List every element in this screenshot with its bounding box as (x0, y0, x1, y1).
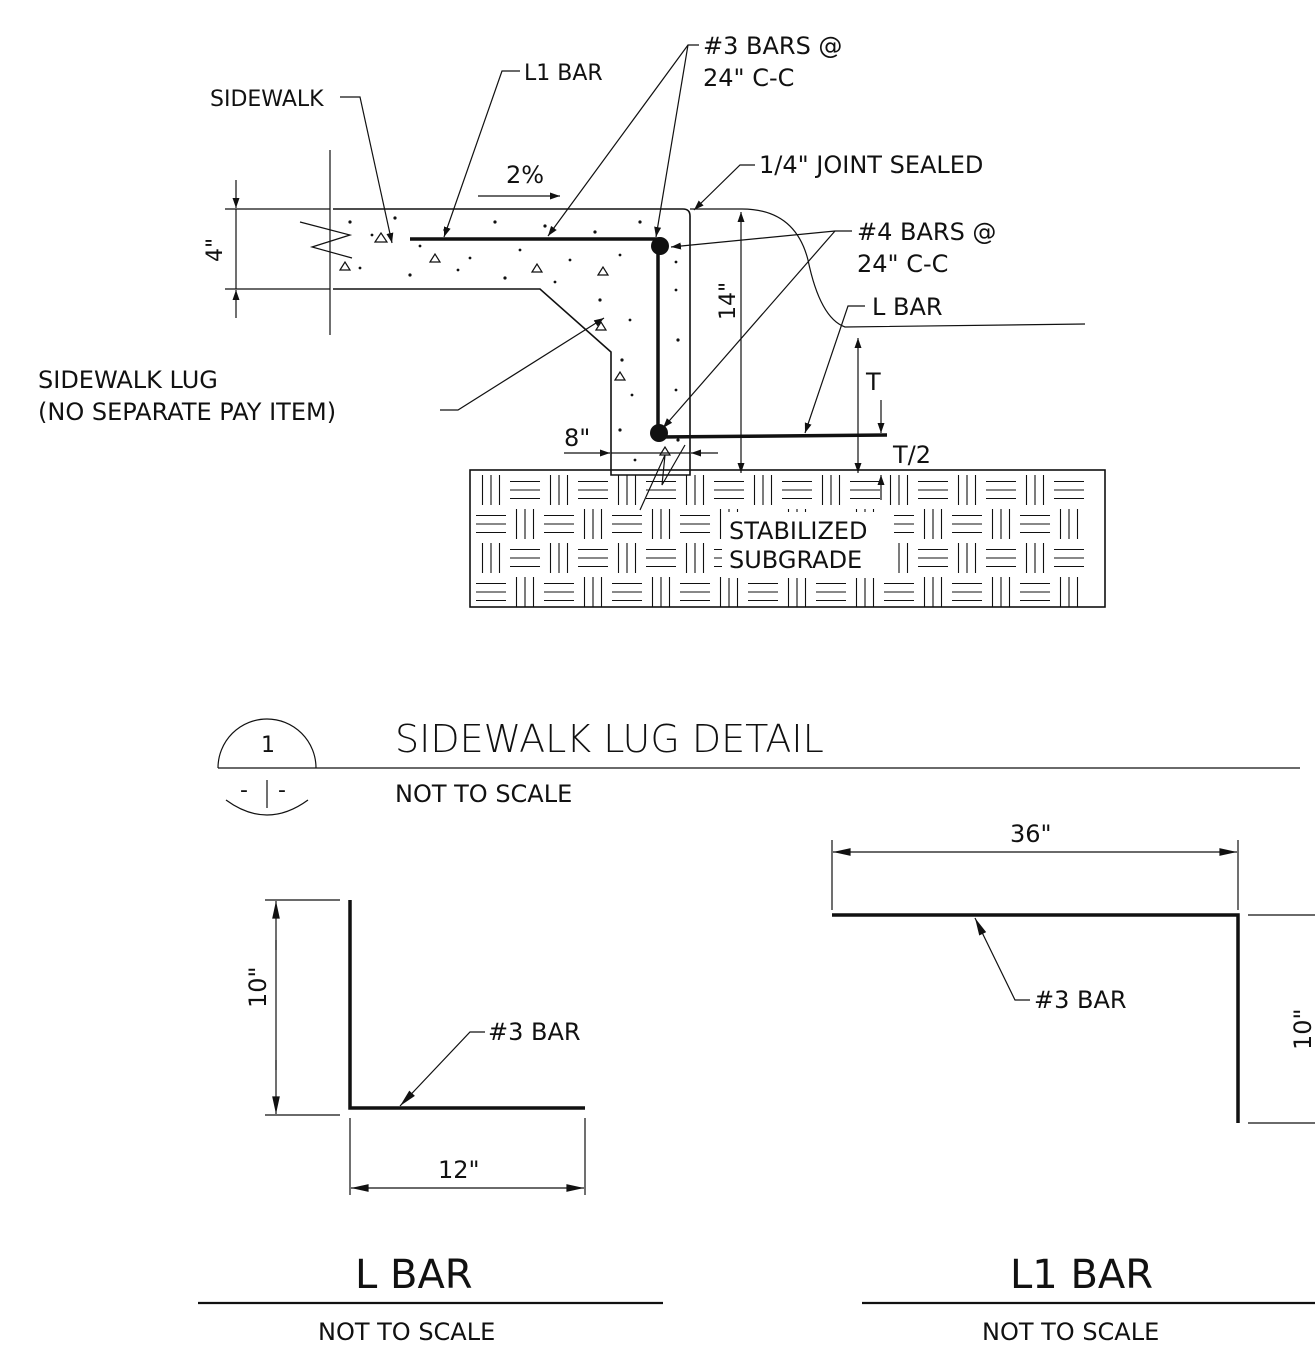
detail-callout-top (217, 718, 317, 769)
l-bar-dim-12: 12" (438, 1156, 480, 1184)
bars-4-label-2: 24" C-C (857, 250, 948, 278)
bars-4-label-1: #4 BARS @ (857, 218, 996, 246)
l-bar-rebar (657, 433, 888, 439)
detail-callout-bottom (225, 799, 309, 816)
slope-label: 2% (506, 161, 544, 189)
bars-3-label-2: 24" C-C (703, 64, 794, 92)
detail-title: SIDEWALK LUG DETAIL (395, 717, 824, 761)
subgrade-block: STABILIZED SUBGRADE (469, 469, 1106, 608)
detail-sheet-right: - (278, 778, 286, 803)
l1-bar-shape (832, 913, 1240, 1123)
l1-bar-title: L1 BAR (1010, 1252, 1153, 1298)
detail-number: 1 (261, 733, 275, 758)
l-bar-detail: 10" 12" #3 BAR L BAR NOT TO SCALE (198, 899, 663, 1346)
subgrade-label-1: STABILIZED (729, 517, 868, 545)
dim-4in: 4" (203, 238, 228, 262)
toe-break-symbol (639, 444, 686, 511)
sidewalk-label: SIDEWALK (210, 87, 324, 112)
concrete-aggregate (338, 216, 680, 462)
bars-3-label-1: #3 BARS @ (703, 32, 842, 60)
l-bar-label: L BAR (872, 293, 943, 321)
bar-4-top (651, 237, 669, 255)
lug-section: STABILIZED SUBGRADE 4" 2% 14" 8" T T/2 (38, 32, 1106, 608)
subgrade-label-bg (722, 512, 894, 578)
lug-label-1: SIDEWALK LUG (38, 366, 218, 394)
bar-4-bottom (650, 424, 668, 442)
l-bar-shape (348, 900, 585, 1110)
l1-bar-label: L1 BAR (524, 61, 603, 86)
subgrade-label-2: SUBGRADE (729, 546, 862, 574)
l1-bar-dim-36: 36" (1010, 820, 1052, 848)
l-bar-title: L BAR (355, 1252, 473, 1298)
l1-bar-scale: NOT TO SCALE (982, 1318, 1159, 1346)
l1-bar-dim-10: 10" (1289, 1008, 1315, 1050)
joint-label: 1/4" JOINT SEALED (759, 151, 983, 179)
dim-8in: 8" (564, 424, 590, 452)
dim-14in: 14" (716, 282, 741, 320)
l1-bar-bar-label: #3 BAR (1034, 986, 1127, 1014)
break-symbol (299, 221, 353, 259)
dim-t2: T/2 (892, 441, 931, 469)
detail-scale: NOT TO SCALE (395, 780, 572, 808)
detail-sheet-left: - (240, 778, 248, 803)
concrete-outline (333, 208, 691, 476)
dim-t: T (865, 368, 881, 396)
lug-label-2: (NO SEPARATE PAY ITEM) (38, 398, 336, 426)
l-bar-dim-10: 10" (244, 966, 272, 1008)
l-bar-scale: NOT TO SCALE (318, 1318, 495, 1346)
detail-title-block: 1 - - SIDEWALK LUG DETAIL NOT TO SCALE (217, 717, 1300, 816)
l-bar-bar-label: #3 BAR (488, 1018, 581, 1046)
curb-profile (690, 208, 1086, 328)
l1-bar-detail: 36" 10" #3 BAR L1 BAR NOT TO SCALE (831, 820, 1315, 1346)
